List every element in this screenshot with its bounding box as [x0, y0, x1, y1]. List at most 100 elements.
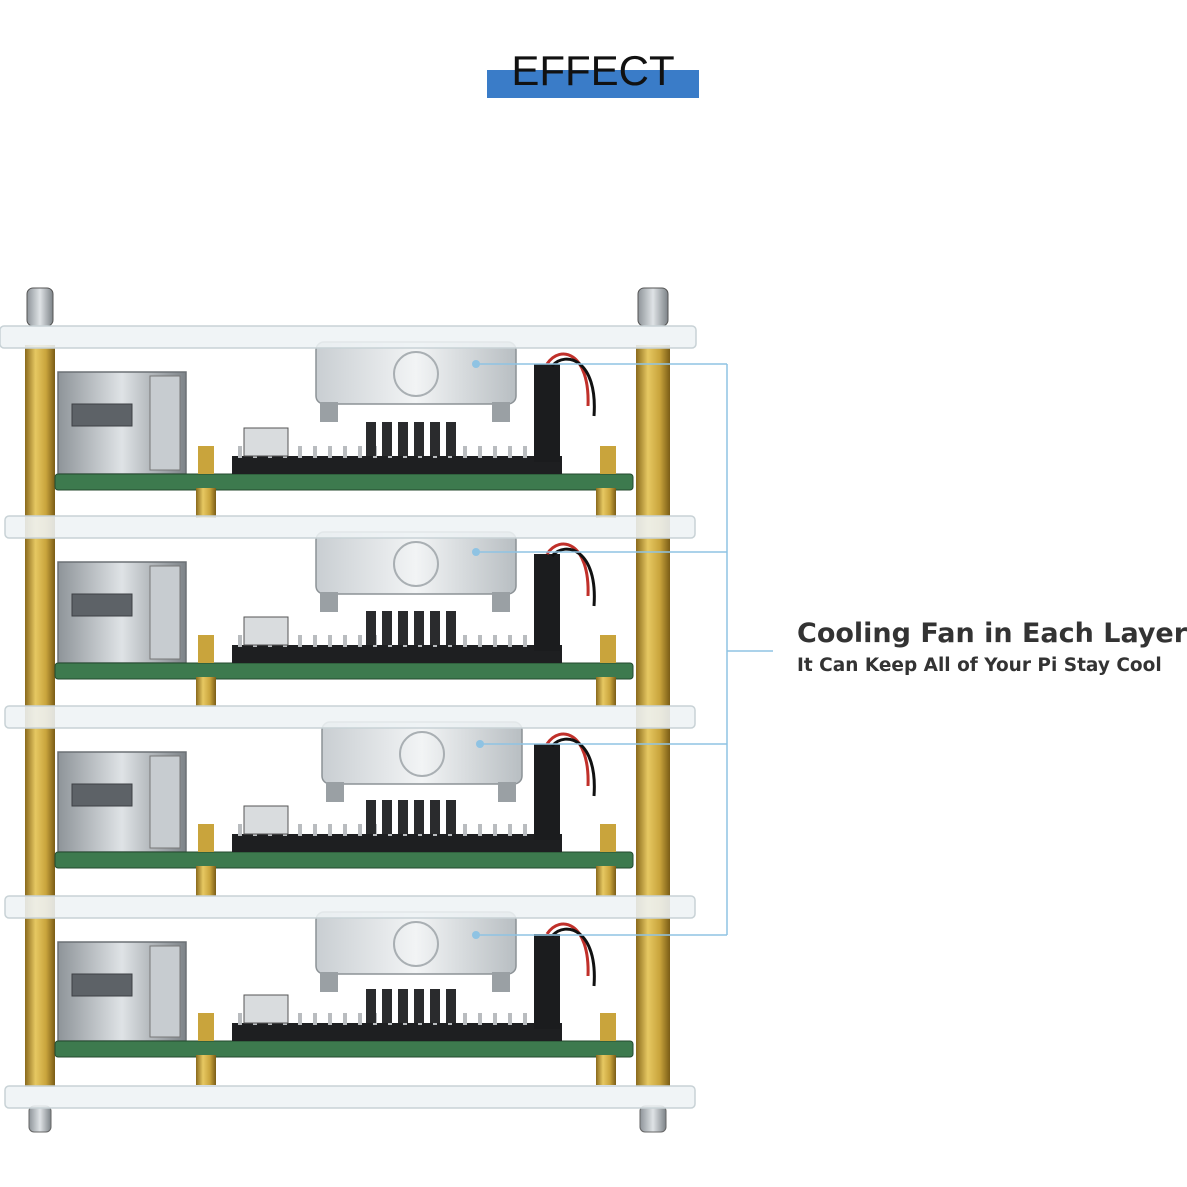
heatsink-fin: [430, 989, 440, 1023]
header-pin: [343, 446, 347, 458]
raspberry-pi-board: [54, 1040, 634, 1058]
header-pin: [343, 635, 347, 647]
header-pin: [298, 824, 302, 836]
heatsink-fin: [414, 989, 424, 1023]
header-pin: [238, 824, 242, 836]
header-pin: [463, 1013, 467, 1025]
brass-spacer-top: [600, 824, 616, 852]
brass-spacer: [196, 677, 216, 707]
fan-wire-connector: [534, 744, 560, 840]
heatsink-fin: [382, 611, 392, 645]
page-title: EFFECT: [511, 47, 675, 94]
brass-spacer: [596, 1055, 616, 1085]
brass-spacer: [196, 488, 216, 518]
header-pin: [238, 1013, 242, 1025]
brass-spacer: [596, 866, 616, 896]
acrylic-plate: [4, 895, 696, 919]
header-pin: [328, 1013, 332, 1025]
fan-screw: [320, 972, 338, 992]
bottom-foot-nut: [28, 1105, 52, 1133]
brass-spacer-top: [600, 446, 616, 474]
fan-wire-connector: [534, 364, 560, 462]
callout-subtitle: It Can Keep All of Your Pi Stay Cool: [797, 655, 1162, 676]
brass-spacer: [196, 1055, 216, 1085]
header-pin: [358, 824, 362, 836]
heatsink-fin: [366, 611, 376, 645]
header-pin: [328, 635, 332, 647]
heatsink-fin: [398, 989, 408, 1023]
heatsink-fin: [382, 800, 392, 834]
brass-spacer: [196, 866, 216, 896]
connector-side-shield: [149, 565, 181, 660]
raspberry-pi-board: [54, 473, 634, 491]
usb-port-slot: [71, 973, 133, 997]
callout-title: Cooling Fan in Each Layer: [797, 618, 1187, 649]
top-cap-nut: [637, 287, 669, 327]
header-pin: [493, 446, 497, 458]
heatsink-fin: [446, 800, 456, 834]
fan-wire-red: [545, 352, 590, 407]
brass-spacer-top: [198, 824, 214, 852]
fan-wire-connector: [534, 934, 560, 1029]
header-pin: [358, 446, 362, 458]
heatsink-fin: [366, 800, 376, 834]
connector-side-shield: [149, 755, 181, 849]
heatsink-fin: [446, 611, 456, 645]
header-pin: [298, 446, 302, 458]
header-pin: [238, 446, 242, 458]
heatsink-fin: [414, 800, 424, 834]
brass-spacer-top: [198, 635, 214, 663]
bottom-foot-nut: [639, 1105, 667, 1133]
raspberry-pi-board: [54, 851, 634, 869]
header-pin: [478, 635, 482, 647]
heatsink-fin: [366, 422, 376, 456]
fan-screw: [492, 592, 510, 612]
fan-hub: [399, 731, 445, 777]
brass-spacer: [596, 488, 616, 518]
fan-screw: [498, 782, 516, 802]
fan-wire-connector: [534, 554, 560, 651]
heatsink-fin: [430, 800, 440, 834]
fan-screw: [492, 402, 510, 422]
heatsink-fin: [414, 611, 424, 645]
brass-spacer-top: [600, 1013, 616, 1041]
header-pin: [523, 1013, 527, 1025]
usb-port-slot: [71, 783, 133, 807]
heatsink-fin: [446, 422, 456, 456]
header-pin: [358, 635, 362, 647]
acrylic-plate: [0, 325, 697, 349]
brass-spacer-top: [198, 1013, 214, 1041]
gpio-header: [232, 1023, 562, 1041]
fan-screw: [326, 782, 344, 802]
brass-spacer-top: [198, 446, 214, 474]
header: EFFECT: [487, 48, 699, 100]
header-pin: [523, 635, 527, 647]
fan-wire-red: [545, 542, 590, 597]
header-pin: [508, 446, 512, 458]
header-pin: [478, 1013, 482, 1025]
fan-wire-red: [545, 732, 590, 787]
header-pin: [343, 824, 347, 836]
header-pin: [313, 824, 317, 836]
heatsink-fin: [366, 989, 376, 1023]
gpio-header: [232, 456, 562, 474]
header-pin: [328, 446, 332, 458]
header-pin: [238, 635, 242, 647]
chip-component: [243, 427, 289, 457]
usb-port-slot: [71, 403, 133, 427]
header-pin: [298, 1013, 302, 1025]
header-pin: [463, 446, 467, 458]
heatsink-fin: [398, 611, 408, 645]
fan-hub: [393, 921, 439, 967]
header-pin: [358, 1013, 362, 1025]
acrylic-plate: [4, 705, 696, 729]
heatsink-fin: [446, 989, 456, 1023]
header-pin: [328, 824, 332, 836]
acrylic-plate: [4, 515, 696, 539]
header-pin: [508, 635, 512, 647]
fan-screw: [320, 402, 338, 422]
fan-hub: [393, 351, 439, 397]
gpio-header: [232, 834, 562, 852]
feature-callout: Cooling Fan in Each Layer It Can Keep Al…: [797, 616, 1187, 680]
